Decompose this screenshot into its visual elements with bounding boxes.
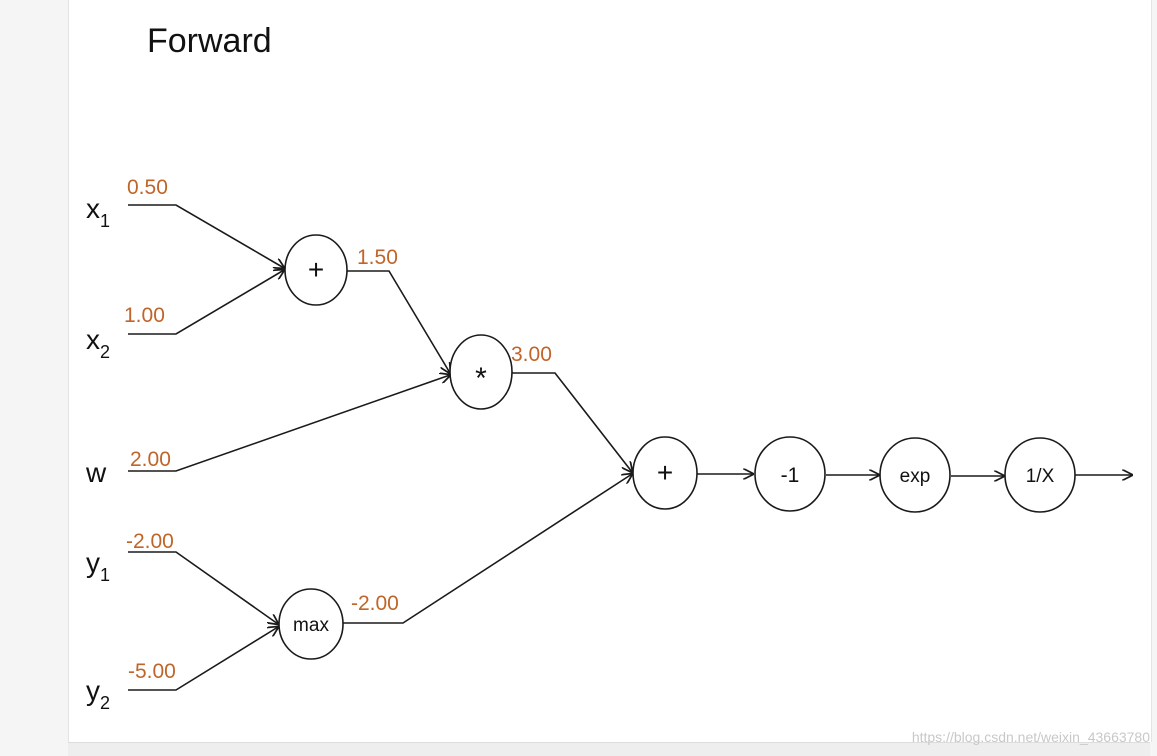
edge-max-add2 [343,474,632,624]
edges [128,204,1132,691]
node-add2: + [632,436,698,510]
node-inv: 1/X [1004,437,1076,513]
edge-y1-max [128,551,278,624]
node-max: max [278,588,344,660]
edge-x2-add1 [128,270,284,335]
edge-mul-add2 [512,372,632,472]
value-mul-out: 3.00 [511,343,552,366]
input-labels: x1 x2 w y1 y2 [85,193,110,713]
var-y2: y2 [86,675,110,713]
wire-values: 0.50 1.00 2.00 -2.00 -5.00 1.50 3.00 -2.… [124,176,552,683]
node-neg: -1 [754,436,826,512]
value-x2: 1.00 [124,304,165,327]
node-add1: + [284,234,348,306]
node-inv-label: 1/X [1026,466,1055,487]
value-y2: -5.00 [128,660,176,683]
edge-y2-max [128,627,278,691]
value-y1: -2.00 [126,530,174,553]
value-w: 2.00 [130,448,171,471]
var-w: w [85,457,107,488]
var-y1: y1 [86,547,110,585]
content-panel [68,0,1152,742]
value-x1: 0.50 [127,176,168,199]
watermark: https://blog.csdn.net/weixin_43663780 [912,729,1150,745]
nodes: + * max + -1 exp [278,234,1076,660]
node-max-label: max [293,615,329,636]
node-exp-label: exp [900,466,931,487]
node-exp: exp [879,437,951,513]
edge-add1-mul [347,270,450,373]
node-add1-label: + [308,254,324,285]
value-add1-out: 1.50 [357,246,398,269]
page-title: Forward [147,22,272,60]
node-add2-label: + [657,457,673,488]
edge-x1-add1 [128,204,284,268]
var-x1: x1 [86,193,110,231]
var-x2: x2 [86,324,110,362]
bottom-strip [68,742,1150,756]
node-neg-label: -1 [781,464,800,487]
value-max-out: -2.00 [351,592,399,615]
node-mul: * [449,334,513,410]
edge-w-mul [128,375,450,472]
node-mul-label: * [475,362,487,395]
